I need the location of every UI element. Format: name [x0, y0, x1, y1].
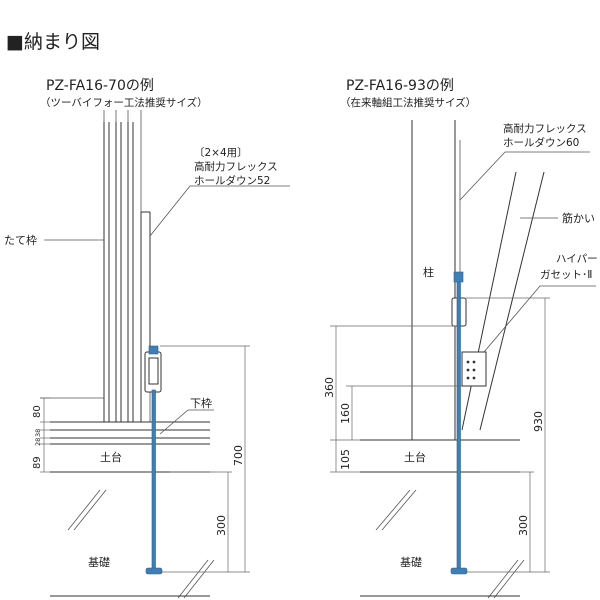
- right-dim-360: 360: [323, 377, 336, 398]
- right-label-dodai: 土台: [404, 450, 426, 464]
- left-bolt-foot: [145, 567, 163, 575]
- right-bolt-foot: [450, 567, 468, 575]
- left-dim-300: 300: [215, 515, 228, 536]
- right-holddown: [450, 271, 487, 575]
- right-dim-300: 300: [517, 515, 530, 536]
- right-label-sujikai: 筋かい: [562, 211, 595, 225]
- right-plates: [360, 439, 525, 599]
- page-title: ■納まり図: [6, 31, 100, 53]
- right-brace: [461, 171, 545, 431]
- right-title: PZ-FA16-93の例: [346, 78, 454, 94]
- left-dim-right: 700 300: [160, 345, 250, 573]
- left-foundation: [50, 489, 215, 599]
- left-dim-89: 89: [32, 456, 43, 469]
- right-callout-line2: ホールダウン60: [503, 136, 579, 149]
- right-nut: [453, 271, 464, 283]
- left-nut: [148, 345, 159, 355]
- left-subtitle: （ツーバイフォー工法推奨サイズ）: [40, 96, 208, 109]
- left-callout-line3: ホールダウン52: [194, 174, 270, 187]
- left-callout-line2: 高耐力フレックス: [194, 160, 278, 173]
- left-diagram: PZ-FA16-70の例 （ツーバイフォー工法推奨サイズ）: [4, 78, 290, 599]
- left-dim-80: 80: [32, 405, 43, 418]
- left-dim-stack: 80 28 38 89: [32, 397, 50, 473]
- right-label-hashira: 柱: [423, 265, 434, 279]
- left-holddown: [144, 345, 163, 575]
- left-anchor-bolt: [151, 389, 156, 573]
- right-callout-line1: 高耐力フレックス: [503, 122, 587, 135]
- left-dim-38: 38: [34, 429, 42, 437]
- right-anchor-bolt: [456, 273, 461, 573]
- right-label-kiso: 基礎: [400, 556, 422, 569]
- right-dim-160: 160: [339, 403, 352, 424]
- right-diagram: PZ-FA16-93の例 （在来軸組工法推奨サイズ）: [323, 78, 598, 599]
- left-label-shitawaku: 下枠: [190, 396, 212, 410]
- left-label-tatewaku: たて枠: [4, 233, 37, 247]
- right-dim-105: 105: [339, 449, 352, 470]
- left-label-dodai: 土台: [100, 450, 122, 464]
- right-dim-left: 360 160 105: [323, 325, 462, 473]
- right-label-gusset1: ハイパー: [556, 253, 598, 265]
- right-dim-930: 930: [532, 411, 545, 432]
- right-column: [411, 120, 461, 440]
- right-dim-right: 930 300: [466, 297, 550, 573]
- right-subtitle: （在来軸組工法推奨サイズ）: [340, 96, 476, 109]
- left-studs: [103, 110, 151, 422]
- left-dim-700: 700: [232, 445, 245, 466]
- left-callout: 〔2×4用〕 高耐力フレックス ホールダウン52: [149, 146, 290, 237]
- left-title: PZ-FA16-70の例: [46, 78, 154, 94]
- left-plates: [40, 397, 210, 473]
- left-label-kiso: 基礎: [88, 556, 110, 569]
- right-label-gusset2: ガセット･Ⅱ: [540, 269, 592, 281]
- left-callout-line1: 〔2×4用〕: [194, 146, 248, 159]
- left-dim-28: 28: [34, 438, 42, 446]
